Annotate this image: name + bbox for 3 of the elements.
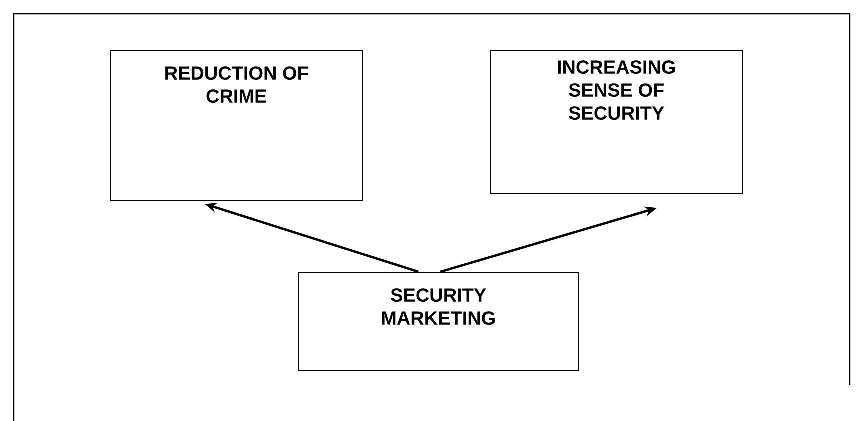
text-box: SECURITY MARKETING xyxy=(298,272,580,372)
text-box: INCREASING SENSE OF SECURITY xyxy=(490,50,744,194)
text-box: REDUCTION OF CRIME xyxy=(110,50,364,202)
